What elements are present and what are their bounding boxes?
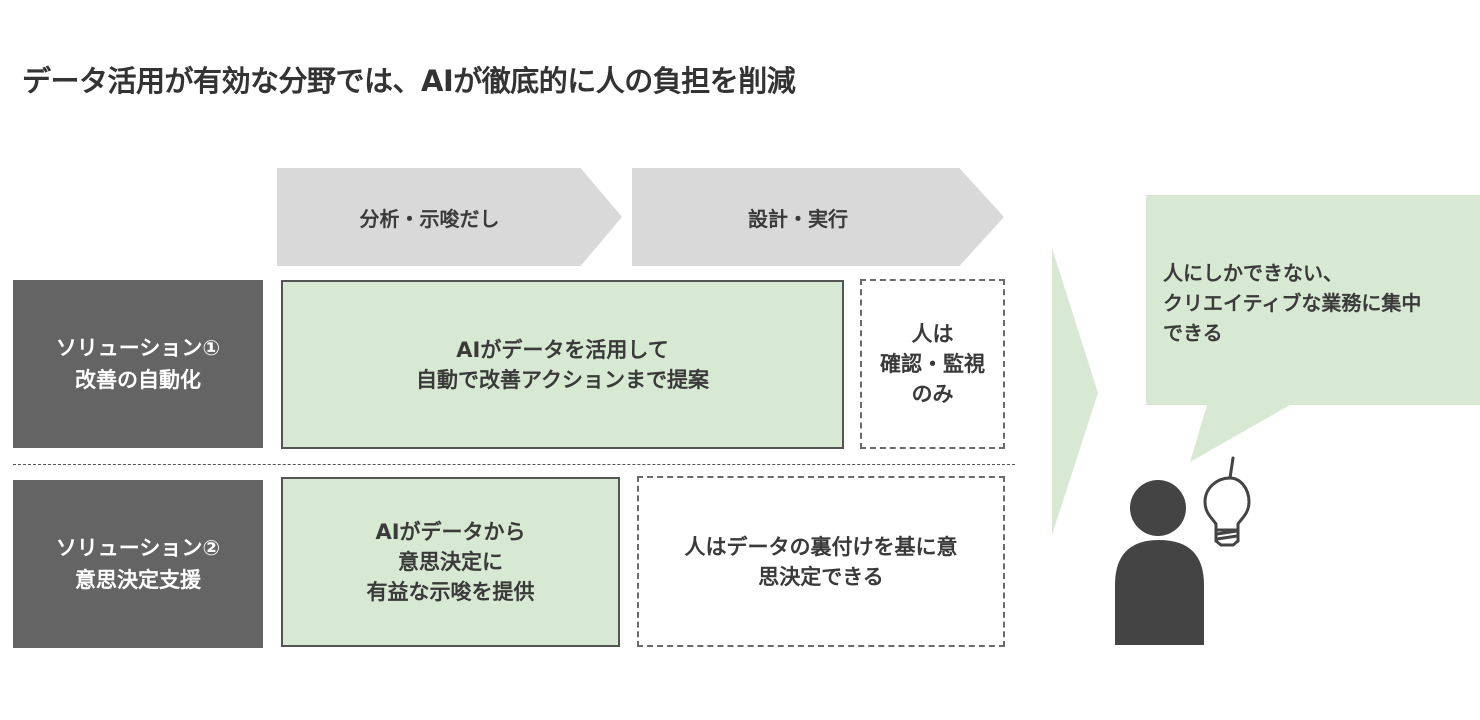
phase-analysis-chevron: 分析・示唆だし: [277, 168, 622, 266]
outcome-text: 人にしかできない、 クリエイティブな業務に集中 できる: [1163, 258, 1421, 348]
solution-2-human-role-box: 人はデータの裏付けを基に意 思決定できる: [637, 476, 1005, 647]
ai-role-text: AIがデータから: [375, 520, 526, 544]
solution-1-human-role-box: 人は 確認・監視 のみ: [860, 279, 1005, 449]
solution-1-subtitle: 改善の自動化: [75, 368, 201, 392]
solution-2-subtitle: 意思決定支援: [75, 568, 201, 592]
page-title: データ活用が有効な分野では、AIが徹底的に人の負担を削減: [22, 64, 796, 98]
phase-label: 設計・実行: [748, 206, 848, 231]
phase-design-execute-chevron: 設計・実行: [632, 168, 1004, 266]
solution-1-ai-role-box: AIがデータを活用して 自動で改善アクションまで提案: [281, 280, 844, 449]
solution-2-title: ソリューション②: [55, 536, 221, 560]
solution-2-label-box: ソリューション② 意思決定支援: [13, 480, 263, 648]
outcome-line: できる: [1163, 321, 1223, 345]
ai-role-text: 意思決定に: [398, 550, 503, 574]
solution-2-ai-role-box: AIがデータから 意思決定に 有益な示唆を提供: [281, 477, 620, 647]
speech-bubble: [1146, 195, 1480, 462]
row-divider: [13, 464, 1015, 465]
solution-1-label-box: ソリューション① 改善の自動化: [13, 280, 263, 448]
solution-1-title: ソリューション①: [55, 336, 221, 360]
phase-label: 分析・示唆だし: [359, 206, 500, 231]
person-icon: [1115, 480, 1204, 645]
outcome-line: クリエイティブな業務に集中: [1163, 291, 1422, 315]
ai-role-text: 有益な示唆を提供: [366, 580, 535, 604]
ai-role-text: AIがデータを活用して: [456, 337, 669, 362]
human-role-text: 確認・監視: [880, 352, 985, 376]
outcome-line: 人にしかできない、: [1163, 261, 1343, 285]
human-role-text: 思決定できる: [758, 564, 884, 589]
human-role-text: 人はデータの裏付けを基に意: [684, 534, 958, 559]
ai-role-text: 自動で改善アクションまで提案: [416, 367, 709, 392]
chevron-right-arrow-icon: [1052, 248, 1098, 535]
human-role-text: のみ: [911, 382, 954, 406]
lightbulb-icon: [1203, 456, 1251, 547]
human-role-text: 人は: [911, 322, 954, 346]
